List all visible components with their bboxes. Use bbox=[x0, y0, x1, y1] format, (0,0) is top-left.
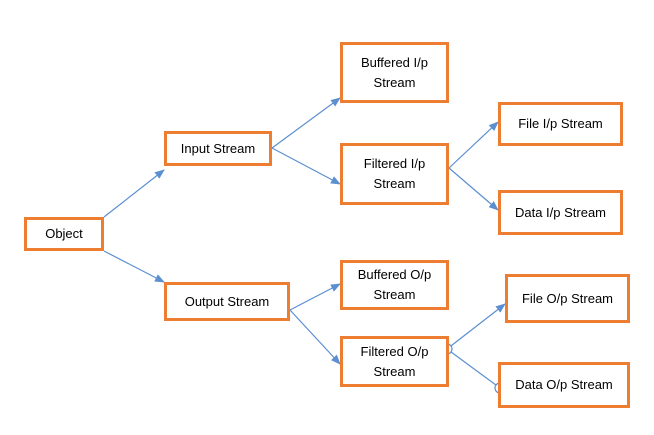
edge-output-buffered-output bbox=[289, 283, 341, 311]
node-output-stream[interactable]: Output Stream bbox=[164, 282, 290, 321]
node-buffered-output-stream-line1: Buffered O/p bbox=[357, 267, 432, 282]
node-data-input-stream[interactable]: Data I/p Stream bbox=[498, 190, 623, 235]
edge-filtered-output-data-output bbox=[446, 348, 501, 389]
node-filtered-input-stream-line1: Filtered I/p bbox=[363, 156, 426, 171]
node-file-input-stream-label: File I/p Stream bbox=[518, 116, 603, 131]
node-buffered-input-stream-text: Buffered I/p Stream bbox=[361, 53, 428, 93]
node-filtered-input-stream-line2: Stream bbox=[373, 176, 416, 191]
edge-object-output-stream bbox=[103, 250, 165, 283]
edge-filtered-output-file-output bbox=[446, 303, 506, 350]
node-buffered-output-stream-line2: Stream bbox=[373, 287, 416, 302]
node-buffered-input-stream-line1: Buffered I/p bbox=[361, 54, 428, 70]
edge-filtered-input-data-input bbox=[448, 167, 499, 211]
node-filtered-input-stream[interactable]: Filtered I/p Stream bbox=[340, 143, 449, 205]
node-data-output-stream-label: Data O/p Stream bbox=[515, 377, 613, 392]
node-file-output-stream[interactable]: File O/p Stream bbox=[505, 274, 630, 323]
node-input-stream[interactable]: Input Stream bbox=[164, 131, 272, 166]
node-buffered-input-stream[interactable]: Buffered I/p Stream bbox=[340, 42, 449, 103]
edge-object-input-stream bbox=[103, 169, 165, 218]
node-object[interactable]: Object bbox=[24, 217, 104, 251]
edge-filtered-input-file-input bbox=[448, 121, 499, 169]
node-buffered-output-stream-text: Buffered O/p Stream bbox=[358, 265, 431, 305]
node-output-stream-label: Output Stream bbox=[184, 293, 270, 309]
node-buffered-output-stream[interactable]: Buffered O/p Stream bbox=[340, 260, 449, 310]
node-filtered-output-stream-line2: Stream bbox=[373, 363, 416, 379]
node-filtered-input-stream-text: Filtered I/p Stream bbox=[364, 154, 425, 194]
node-object-label: Object bbox=[45, 226, 83, 241]
node-filtered-output-stream[interactable]: Filtered O/p Stream bbox=[340, 336, 449, 387]
node-input-stream-label: Input Stream bbox=[180, 140, 256, 156]
node-buffered-input-stream-line2: Stream bbox=[373, 74, 416, 90]
node-filtered-output-stream-text: Filtered O/p Stream bbox=[361, 342, 429, 382]
node-file-output-stream-label: File O/p Stream bbox=[521, 290, 614, 306]
node-data-output-stream[interactable]: Data O/p Stream bbox=[498, 362, 630, 408]
node-data-input-stream-label: Data I/p Stream bbox=[514, 204, 607, 220]
edge-input-buffered-input bbox=[271, 97, 341, 149]
edge-input-filtered-input bbox=[271, 147, 341, 185]
node-file-input-stream[interactable]: File I/p Stream bbox=[498, 102, 623, 146]
edge-output-filtered-output bbox=[289, 309, 341, 365]
node-filtered-output-stream-line1: Filtered O/p bbox=[360, 343, 429, 359]
